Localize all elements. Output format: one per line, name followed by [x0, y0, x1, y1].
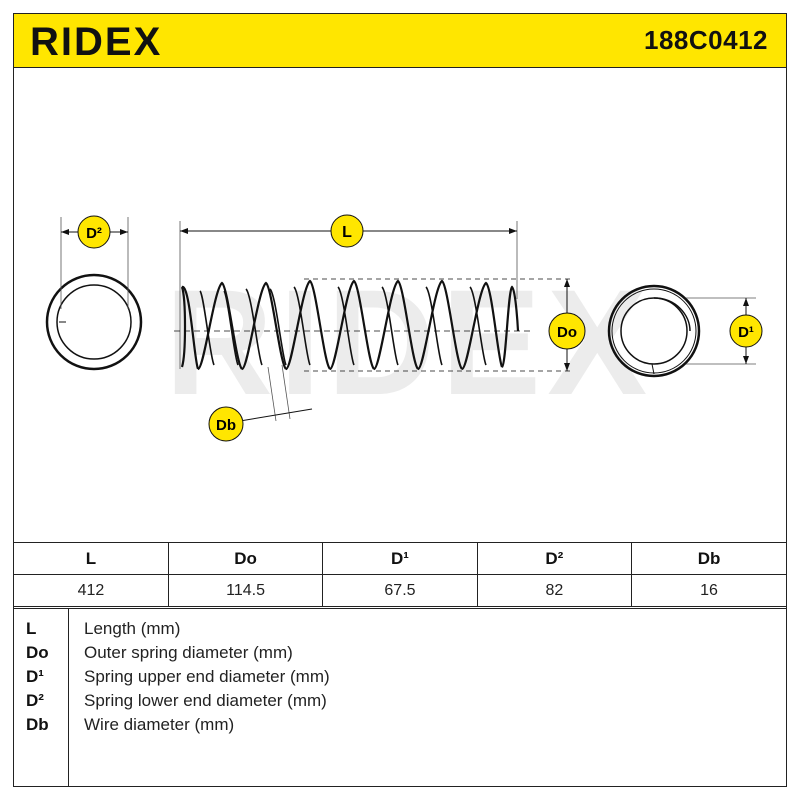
brand-logo-text: RIDEX	[30, 22, 162, 60]
header-bar: RIDEX 188C0412	[14, 14, 786, 68]
header-cell-db: Db	[631, 542, 786, 575]
legend-description: Outer spring diameter (mm)	[84, 643, 293, 662]
list-item: D¹ Spring upper end diameter (mm)	[14, 667, 786, 691]
legend-divider	[68, 609, 69, 786]
list-item: D² Spring lower end diameter (mm)	[14, 691, 786, 715]
spring-coils	[180, 279, 520, 371]
value-cell-l: 412	[14, 574, 169, 607]
value-cell-do: 114.5	[167, 574, 324, 607]
list-item: Do Outer spring diameter (mm)	[14, 643, 786, 667]
list-item: L Length (mm)	[14, 619, 786, 643]
legend-code: D²	[26, 691, 44, 710]
d1-dimension: D¹	[686, 297, 763, 365]
db-label: Db	[216, 417, 236, 434]
legend-code: D¹	[26, 667, 44, 686]
spec-sheet: RIDEX 188C0412 RIDEX D²	[13, 13, 787, 787]
do-label: Do	[557, 324, 577, 341]
value-cell-d2: 82	[476, 574, 633, 607]
legend-code: L	[26, 619, 37, 638]
header-cell-d2: D²	[476, 542, 633, 575]
legend-description: Wire diameter (mm)	[84, 715, 235, 734]
ridex-logo: RIDEX	[30, 22, 162, 60]
dimensions-table: L Do D¹ D² Db 412 114.5 67.5 82 16	[14, 542, 786, 607]
legend-code: Db	[26, 715, 49, 734]
do-dimension: Do	[548, 279, 586, 371]
legend-description: Length (mm)	[84, 619, 181, 638]
d2-dimension: D²	[60, 215, 129, 309]
upper-end-ring	[607, 284, 701, 378]
spring-diagram-svg: RIDEX D²	[45, 214, 763, 442]
value-cell-d1: 67.5	[322, 574, 478, 607]
length-label: L	[342, 224, 352, 241]
list-item: Db Wire diameter (mm)	[14, 715, 786, 739]
part-number: 188C0412	[644, 25, 768, 55]
legend-code: Do	[26, 643, 49, 662]
value-cell-db: 16	[631, 574, 786, 607]
d1-label: D¹	[738, 324, 754, 341]
spring-drawing: RIDEX D²	[14, 69, 786, 542]
db-dimension: Db	[208, 364, 313, 442]
header-cell-l: L	[14, 542, 169, 575]
d2-label: D²	[86, 225, 102, 242]
table-row: 412 114.5 67.5 82 16	[14, 574, 786, 607]
legend-description: Spring lower end diameter (mm)	[84, 691, 327, 710]
header-cell-do: Do	[167, 542, 324, 575]
legend-description: Spring upper end diameter (mm)	[84, 667, 330, 686]
length-dimension: L	[179, 214, 518, 369]
header-cell-d1: D¹	[322, 542, 478, 575]
lower-end-ring	[45, 273, 143, 371]
table-header-row: L Do D¹ D² Db	[14, 542, 786, 575]
legend: L Length (mm) Do Outer spring diameter (…	[14, 608, 786, 786]
